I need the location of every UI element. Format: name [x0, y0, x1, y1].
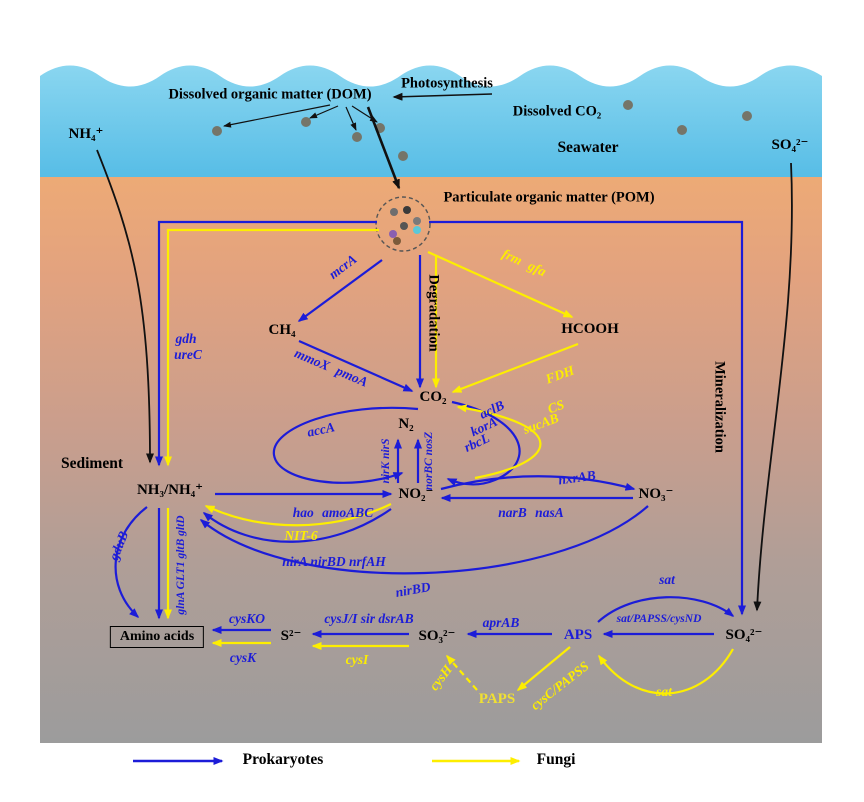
sediment-region-label: Sediment — [61, 454, 123, 472]
pom-label: Particulate organic matter (POM) — [443, 189, 655, 206]
n2-label: N₂ — [398, 416, 414, 433]
pom-particles — [389, 206, 421, 245]
s2-label: S²⁻ — [280, 628, 302, 645]
gene-nirk-nirs: nirK nirS — [380, 438, 393, 484]
pom-to-so4-line-mineralization — [429, 220, 746, 616]
nh4-diffusion-arrow — [96, 149, 154, 464]
dissolved-co2-label: Dissolved CO₂ — [512, 103, 602, 120]
aps-to-so4-curve-sat — [597, 596, 735, 623]
gene-cysk: cysK — [229, 649, 257, 665]
dom-label: Dissolved organic matter (DOM) — [168, 86, 372, 103]
seawater-region-label: Seawater — [557, 138, 619, 156]
ch4-to-co2-arrow-mmox — [298, 339, 414, 393]
gene-nira-nirbd-nrfah: nirA nirBD nrfAH — [282, 553, 386, 569]
co2-label: CO₂ — [419, 389, 447, 406]
gene-cysi: cysI — [345, 651, 369, 667]
hcooh-to-co2-arrow-fdh — [451, 342, 579, 394]
pom-to-nh4-line-blue — [155, 220, 377, 467]
paps-to-so3-arrow-cysh — [446, 654, 478, 691]
mineralization-label: Mineralization — [711, 361, 728, 453]
gene-glna-group: glnA GLT1 gltB gltD — [175, 515, 188, 615]
photosynthesis-label: Photosynthesis — [401, 75, 493, 92]
dom-fan-arrow-2 — [309, 105, 339, 119]
legend-fungi-label: Fungi — [536, 750, 576, 768]
co2-acca-loop-arrow — [272, 406, 419, 484]
amino-acids-box: Amino acids — [109, 626, 205, 648]
dom-fan-arrow-1 — [223, 104, 331, 128]
pom-to-hcooh-arrow-frm — [427, 250, 574, 319]
so4-sediment-label: SO₄²⁻ — [725, 627, 763, 644]
gene-sat-upper: sat — [659, 571, 675, 587]
gene-narb-nasa: narB nasA — [498, 504, 564, 520]
no2-label: NO₂⁻ — [398, 486, 434, 503]
no2-to-no3-arrow-nxrab — [440, 475, 636, 491]
seawater-particles — [212, 100, 752, 161]
gene-urec: ureC — [174, 346, 202, 362]
gene-sat-papss-cysnd: sat/PAPSS/cysND — [616, 613, 702, 626]
no2-to-nh4-arrow-nira — [202, 508, 392, 543]
ch4-label: CH₄ — [268, 322, 296, 339]
so4-to-aps-curve-sat-fungal — [598, 648, 734, 695]
gene-hao-amoabc: hao amoABC — [292, 504, 374, 520]
so4-diffusion-arrow — [753, 162, 793, 612]
gene-aprab: aprAB — [482, 614, 520, 630]
dom-fan-arrow-3 — [345, 106, 357, 131]
no3-to-nh4-arrow-nirbd — [199, 505, 649, 575]
dom-to-pom-arrow — [366, 106, 401, 190]
so3-label: SO₃²⁻ — [418, 628, 456, 645]
paps-label: PAPS — [478, 691, 516, 708]
degradation-label: Degradation — [425, 274, 442, 352]
aps-to-paps-arrow-cysc — [516, 646, 571, 691]
nh3-nh4-label: NH₃/NH₄⁺ — [136, 482, 204, 499]
nh4-to-amino-curve-gdub — [114, 506, 148, 619]
so4-seawater-label: SO₄²⁻ — [771, 137, 809, 154]
gene-sat-lower: sat — [656, 683, 672, 699]
no3-label: NO₃⁻ — [638, 486, 674, 503]
seawater-region — [40, 65, 822, 177]
gene-nit6: NIT-6 — [284, 527, 318, 543]
legend-prokaryotes-label: Prokaryotes — [242, 750, 324, 768]
pom-circle — [375, 196, 431, 252]
gene-cysko: cysKO — [229, 610, 265, 626]
aps-label: APS — [563, 627, 593, 644]
gene-cysji-sir-dsrab: cysJ/I sir dsrAB — [324, 610, 414, 626]
gene-norbc-nosz: norBC nosZ — [423, 431, 436, 491]
gene-gdh: gdh — [175, 330, 197, 346]
nh4-seawater-label: NH₄⁺ — [68, 126, 104, 143]
pom-to-nh4-line-yellow — [164, 228, 379, 467]
photosynthesis-arrow — [392, 92, 493, 101]
tca-to-co2-curve-cs — [456, 404, 542, 480]
no2-to-nh4-arrow-nit6 — [204, 503, 392, 527]
hcooh-label: HCOOH — [561, 321, 619, 338]
pom-to-ch4-arrow-mcra — [297, 259, 383, 322]
